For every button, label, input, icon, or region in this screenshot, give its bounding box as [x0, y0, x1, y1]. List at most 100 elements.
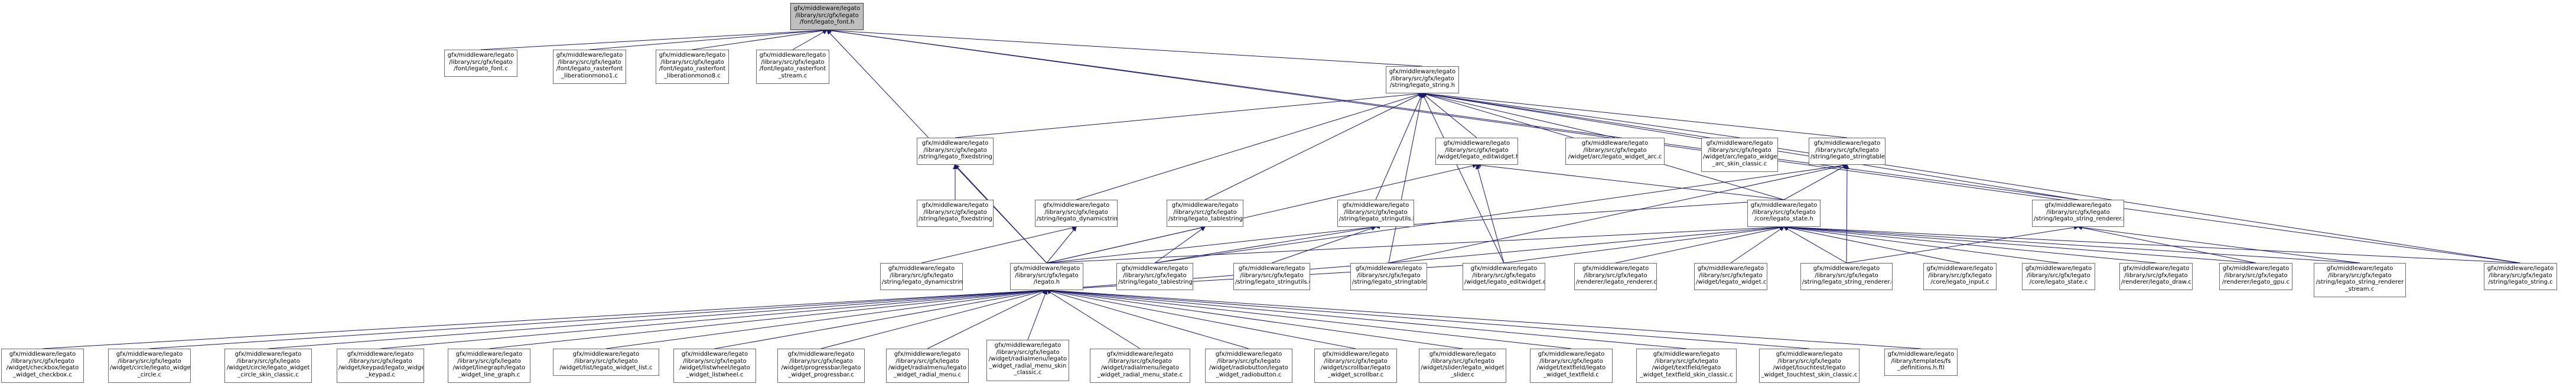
node-label-line: /library/src/gfx/legato: [1699, 272, 1763, 279]
node-editwidget-h[interactable]: gfx/middleware/legato/library/src/gfx/le…: [1435, 138, 1518, 165]
node-label-line: gfx/middleware/legato: [235, 351, 302, 358]
node-radialmenu-c[interactable]: gfx/middleware/legato/library/src/gfx/le…: [886, 349, 969, 383]
node-label-line: /string/legato_stringutils.c: [1235, 279, 1310, 285]
node-input-c[interactable]: gfx/middleware/legato/library/src/gfx/le…: [1923, 263, 1997, 290]
node-touchtest-skin-c[interactable]: gfx/middleware/legato/library/src/gfx/le…: [1759, 349, 1859, 383]
node-label-line: gfx/middleware/legato: [1653, 351, 1720, 358]
node-label-line: /widget/textfield/legato: [1536, 365, 1606, 371]
node-string-renderer-h[interactable]: gfx/middleware/legato/library/src/gfx/le…: [2032, 200, 2124, 227]
node-radialmenu-state-c[interactable]: gfx/middleware/legato/library/src/gfx/le…: [1090, 349, 1190, 383]
node-string-c[interactable]: gfx/middleware/legato/library/src/gfx/le…: [2484, 263, 2557, 290]
node-label-line: gfx/middleware/legato: [1813, 265, 1880, 272]
node-legato-h[interactable]: gfx/middleware/legato/library/src/gfx/le…: [1010, 263, 1083, 290]
node-stringutils-h[interactable]: gfx/middleware/legato/library/src/gfx/le…: [1337, 200, 1414, 227]
node-renderer-c[interactable]: gfx/middleware/legato/library/src/gfx/le…: [1574, 263, 1657, 290]
node-radialmenu-skin-c[interactable]: gfx/middleware/legato/library/src/gfx/le…: [986, 340, 1069, 381]
node-dynamicstring-h[interactable]: gfx/middleware/legato/library/src/gfx/le…: [1035, 200, 1118, 227]
node-dynamicstring-c[interactable]: gfx/middleware/legato/library/src/gfx/le…: [880, 263, 963, 290]
node-stringutils-c[interactable]: gfx/middleware/legato/library/src/gfx/le…: [1233, 263, 1310, 290]
node-radiobutton-c[interactable]: gfx/middleware/legato/library/src/gfx/le…: [1205, 349, 1292, 383]
node-linegraph-c[interactable]: gfx/middleware/legato/library/src/gfx/le…: [448, 349, 530, 383]
node-label-line: gfx/middleware/legato: [1355, 265, 1422, 272]
node-rast-stream[interactable]: gfx/middleware/legato/library/src/gfx/le…: [756, 50, 829, 84]
node-list-c[interactable]: gfx/middleware/legato/library/src/gfx/le…: [553, 349, 659, 376]
node-rast-libmono[interactable]: gfx/middleware/legato/library/src/gfx/le…: [553, 50, 626, 84]
node-tablestring-h[interactable]: gfx/middleware/legato/library/src/gfx/le…: [1167, 200, 1243, 227]
node-label-line: _widget_radial_menu_state.c: [1097, 371, 1183, 378]
node-label-line: /library/src/gfx/legato: [660, 58, 724, 66]
node-scrollbar-c[interactable]: gfx/middleware/legato/library/src/gfx/le…: [1314, 349, 1397, 383]
node-label-line: /font/legato_rasterfont: [659, 66, 726, 72]
node-label-line: gfx/middleware/legato: [2044, 202, 2112, 209]
node-state-c[interactable]: gfx/middleware/legato/library/src/gfx/le…: [2022, 263, 2095, 290]
node-tablestring-c[interactable]: gfx/middleware/legato/library/src/gfx/le…: [1116, 263, 1193, 290]
node-label-line: /library/src/gfx/legato: [1123, 272, 1187, 279]
node-label-line: /library/src/gfx/legato: [683, 358, 747, 365]
node-label-line: /library/src/gfx/legato: [1752, 209, 1816, 216]
node-keypad-c[interactable]: gfx/middleware/legato/library/src/gfx/le…: [337, 349, 424, 383]
node-slider-c[interactable]: gfx/middleware/legato/library/src/gfx/le…: [1419, 349, 1506, 383]
node-arc-skin-c[interactable]: gfx/middleware/legato/library/src/gfx/le…: [1701, 138, 1778, 172]
node-arc-c[interactable]: gfx/middleware/legato/library/src/gfx/le…: [1565, 138, 1665, 165]
node-string-renderer-c[interactable]: gfx/middleware/legato/library/src/gfx/le…: [1800, 263, 1893, 290]
node-label-line: _liberationmono8.c: [664, 72, 721, 79]
node-label-line: /library/src/gfx/legato: [2489, 272, 2552, 279]
node-label-line: _widget_progressbar.c: [788, 371, 854, 378]
node-draw-c[interactable]: gfx/middleware/legato/library/src/gfx/le…: [2119, 263, 2193, 290]
node-label-line: /widget/legato_widget.c: [1696, 279, 1767, 285]
node-label-line: gfx/middleware/legato: [1582, 265, 1649, 272]
node-textfield-c[interactable]: gfx/middleware/legato/library/src/gfx/le…: [1530, 349, 1613, 383]
node-label-line: /library/templates/fs: [1891, 358, 1951, 365]
node-label-line: _slider.c: [1450, 371, 1475, 378]
node-label-line: /font/legato_rasterfont: [556, 66, 623, 72]
node-templates-ftl[interactable]: gfx/middleware/legato/library/templates/…: [1884, 349, 1958, 376]
node-label-line: /library/src/gfx/legato: [1815, 147, 1879, 154]
node-label-line: /widget/checkbox/legato: [6, 365, 79, 371]
node-label-line: /font/legato_font.c: [454, 66, 508, 72]
node-label-line: /widget/circle/legato_widget: [110, 365, 191, 371]
node-label-line: /library/src/gfx/legato: [1015, 272, 1079, 279]
node-checkbox-c[interactable]: gfx/middleware/legato/library/src/gfx/le…: [1, 349, 84, 383]
node-label-line: /string/legato_string.h: [1389, 82, 1455, 89]
node-label-line: gfx/middleware/legato: [888, 265, 955, 272]
node-stringtable-h[interactable]: gfx/middleware/legato/library/src/gfx/le…: [1809, 138, 1885, 165]
node-label-line: /widget/scrollbar/legato: [1320, 365, 1391, 371]
node-label-line: /widget/circle/legato_widget: [226, 365, 310, 371]
node-label-line: /core/legato_state.c: [2029, 279, 2088, 285]
node-circle-skin-c[interactable]: gfx/middleware/legato/library/src/gfx/le…: [224, 349, 312, 383]
node-fixedstring-h[interactable]: gfx/middleware/legato/library/src/gfx/le…: [917, 138, 994, 165]
node-label-line: /library/src/gfx/legato: [1044, 209, 1108, 216]
node-label-line: gfx/middleware/legato: [1342, 202, 1409, 209]
node-label-line: /library/src/gfx/legato: [2027, 272, 2090, 279]
node-label-line: gfx/middleware/legato: [1106, 351, 1174, 358]
node-label-line: _stream.c: [778, 72, 807, 79]
node-string-renderer-stream-c[interactable]: gfx/middleware/legato/library/src/gfx/le…: [2314, 263, 2406, 297]
node-font-h[interactable]: gfx/middleware/legato/library/src/gfx/le…: [790, 3, 864, 30]
node-label-line: /string/legato_string_renderer.h: [2034, 216, 2124, 222]
node-label-line: gfx/middleware/legato: [659, 52, 726, 58]
node-string-h[interactable]: gfx/middleware/legato/library/src/gfx/le…: [1386, 66, 1459, 93]
node-widget-c[interactable]: gfx/middleware/legato/library/src/gfx/le…: [1694, 263, 1767, 290]
node-label-line: /library/src/gfx/legato: [923, 147, 987, 154]
node-circle-c[interactable]: gfx/middleware/legato/library/src/gfx/le…: [108, 349, 191, 383]
node-label-line: /library/src/gfx/legato: [558, 58, 621, 66]
node-label-line: /library/src/gfx/legato: [236, 358, 300, 365]
node-gpu-c[interactable]: gfx/middleware/legato/library/src/gfx/le…: [2219, 263, 2292, 290]
node-label-line: /widget/keypad/legato_widget: [338, 365, 424, 371]
node-label-line: /widget/radiobutton/legato: [1209, 365, 1288, 371]
node-label-line: /library/src/gfx/legato: [895, 358, 959, 365]
node-editwidget-c[interactable]: gfx/middleware/legato/library/src/gfx/le…: [1463, 263, 1545, 290]
node-fixedstring-c[interactable]: gfx/middleware/legato/library/src/gfx/le…: [917, 200, 994, 227]
node-stringtable-c[interactable]: gfx/middleware/legato/library/src/gfx/le…: [1350, 263, 1427, 290]
node-rast-libmono8[interactable]: gfx/middleware/legato/library/src/gfx/le…: [656, 50, 729, 84]
node-progressbar-c[interactable]: gfx/middleware/legato/library/src/gfx/le…: [777, 349, 865, 383]
node-listwheel-c[interactable]: gfx/middleware/legato/library/src/gfx/le…: [673, 349, 756, 383]
node-label-line: /renderer/legato_renderer.c: [1576, 279, 1657, 285]
node-label-line: /library/src/gfx/legato: [1539, 358, 1603, 365]
node-label-line: /string/legato_fixedstring.h: [919, 154, 994, 160]
node-label-line: /library/src/gfx/legato: [1240, 272, 1304, 279]
node-state-h[interactable]: gfx/middleware/legato/library/src/gfx/le…: [1747, 200, 1821, 227]
node-font-c[interactable]: gfx/middleware/legato/library/src/gfx/le…: [444, 50, 517, 77]
node-textfield-skin-c[interactable]: gfx/middleware/legato/library/src/gfx/le…: [1636, 349, 1737, 383]
